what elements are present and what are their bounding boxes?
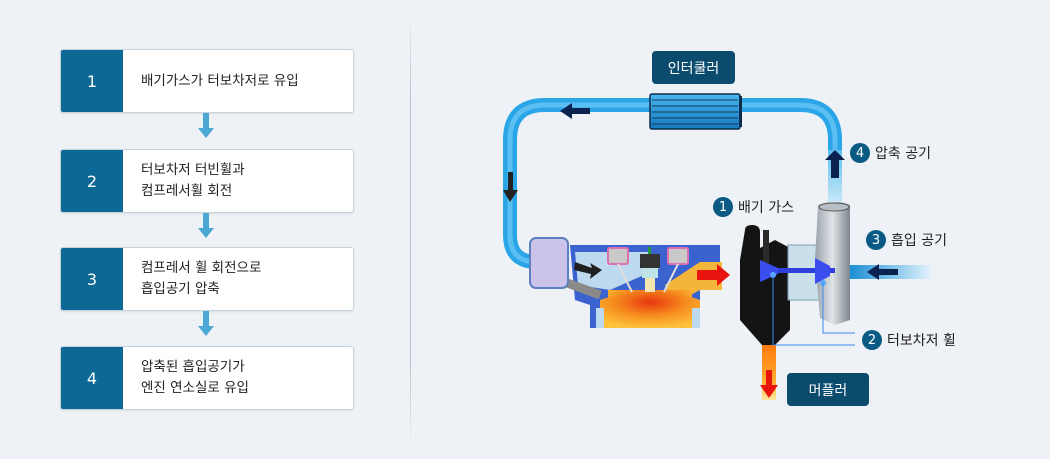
divider <box>410 10 411 450</box>
step-text: 압축된 흡입공기가 엔진 연소실로 유입 <box>123 347 249 409</box>
intercooler-icon <box>649 93 742 130</box>
flow-arrow-down-icon <box>503 172 518 202</box>
step-text-line: 배기가스가 터보차저로 유입 <box>141 72 299 89</box>
step-text-line: 압축된 흡입공기가 <box>141 359 245 375</box>
turbine-housing <box>740 225 790 345</box>
callout-label: 배기 가스 <box>738 200 794 216</box>
intake-flow-arrow-icon <box>867 264 898 280</box>
intake-manifold-icon <box>529 237 569 289</box>
step-text-line: 터보차저 터빈휠과 <box>141 162 245 178</box>
intercooler-label: 인터쿨러 <box>652 51 735 84</box>
step-2: 2 터보차저 터빈휠과 컴프레서휠 회전 <box>60 149 354 213</box>
engine-icon <box>560 245 722 328</box>
leader-line <box>822 283 855 334</box>
step-1: 1 배기가스가 터보차저로 유입 <box>60 49 354 113</box>
step-number: 2 <box>61 150 123 212</box>
step-text-line: 컴프레서휠 회전 <box>141 183 233 199</box>
flow-arrow-left-icon <box>560 103 590 119</box>
exhaust-arrow-icon <box>697 264 730 286</box>
turbo-shaft <box>760 258 835 286</box>
step-text: 배기가스가 터보차저로 유입 <box>123 50 299 112</box>
step-4: 4 압축된 흡입공기가 엔진 연소실로 유입 <box>60 346 354 410</box>
down-arrow-icon <box>198 311 214 336</box>
down-arrow-icon <box>198 113 214 138</box>
step-text-line: 엔진 연소실로 유입 <box>141 380 249 396</box>
step-number: 4 <box>61 347 123 409</box>
intake-arrow-icon <box>574 262 602 279</box>
callout-label: 흡입 공기 <box>891 233 947 249</box>
down-arrow-icon <box>198 213 214 238</box>
callout-label: 압축 공기 <box>875 146 931 162</box>
callout-number: 1 <box>713 197 733 217</box>
callout-number: 2 <box>862 330 882 350</box>
callout-number: 4 <box>850 143 870 163</box>
step-number: 3 <box>61 248 123 310</box>
step-text: 컴프레서 휠 회전으로 흡입공기 압축 <box>123 248 261 310</box>
callout-exhaust-gas: 1 배기 가스 <box>713 197 794 217</box>
callout-turbo-wheel: 2 터보차저 휠 <box>862 330 956 350</box>
step-3: 3 컴프레서 휠 회전으로 흡입공기 압축 <box>60 247 354 311</box>
exhaust-down-arrow-icon <box>760 370 778 398</box>
callout-label: 터보차저 휠 <box>887 333 956 349</box>
step-text-line: 컴프레서 휠 회전으로 <box>141 260 262 276</box>
callout-compressed-air: 4 압축 공기 <box>850 143 931 163</box>
callout-intake-air: 3 흡입 공기 <box>866 230 947 250</box>
compressor-housing <box>815 201 850 325</box>
callout-number: 3 <box>866 230 886 250</box>
step-number: 1 <box>61 50 123 112</box>
step-text-line: 흡입공기 압축 <box>141 281 220 297</box>
flow-arrow-up-icon <box>825 150 845 178</box>
leader-line <box>772 275 855 346</box>
step-text: 터보차저 터빈휠과 컴프레서휠 회전 <box>123 150 245 212</box>
muffler-label: 머플러 <box>787 373 869 406</box>
